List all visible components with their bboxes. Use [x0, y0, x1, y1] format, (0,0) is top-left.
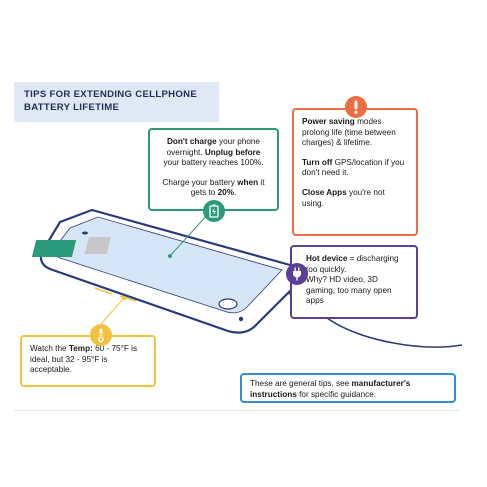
twenty-percent-text: 20% — [217, 188, 234, 198]
bottom-divider — [14, 410, 460, 411]
apps-tip: Close Apps you're not using. — [302, 188, 408, 209]
phone-body — [39, 208, 302, 334]
disclaimer-callout: These are general tips, see manufacturer… — [240, 373, 456, 403]
when-text: when — [237, 177, 259, 187]
gps-tip: Turn off GPS/location if you don't need … — [302, 158, 408, 179]
power-saving-tip: Power saving modes prolong life (time be… — [302, 117, 408, 149]
exclamation-icon — [345, 96, 367, 118]
hot-device-tip-b: = discharging too quickly. — [306, 254, 399, 274]
hot-device-reasons: Why? HD video, 3D gaming, too many open … — [306, 275, 392, 306]
charging-tip-2: Charge your battery when it gets to 20%. — [158, 178, 269, 199]
power-saving-text: Power saving — [302, 117, 355, 126]
battery-charging-icon — [203, 200, 225, 222]
temp-label: Temp: — [68, 344, 93, 353]
unplug-before-text: Unplug before — [204, 147, 261, 157]
hot-device-tip: Hot device = discharging too quickly.Why… — [306, 254, 408, 307]
gps-tip-b: GPS/location if you don't need it. — [302, 157, 405, 178]
title-line-1: TIPS FOR EXTENDING CELLPHONE — [24, 89, 198, 100]
hot-device-text: Hot device — [306, 254, 348, 263]
charging-tip-1: Don't charge your phone overnight. Unplu… — [158, 137, 269, 169]
charging-tip-callout: Don't charge your phone overnight. Unplu… — [148, 128, 279, 211]
charging-tip-1-d: your battery reaches 100%. — [163, 158, 264, 168]
charging-tip-2-e: . — [233, 188, 237, 198]
power-saving-callout: Power saving modes prolong life (time be… — [292, 108, 418, 236]
thermometer-icon — [90, 324, 112, 346]
title-line-2: BATTERY LIFETIME — [24, 102, 120, 113]
turn-off-text: Turn off — [302, 157, 333, 167]
charging-tip-2-a: Charge your battery — [162, 177, 238, 187]
on-screen-battery-icon — [31, 237, 111, 257]
apps-tip-b: you're not using. — [302, 187, 385, 208]
power-saving-tip-b: modes prolong life (time between charges… — [302, 117, 396, 148]
temp-tip-a: Watch the — [30, 344, 69, 353]
title-box: TIPS FOR EXTENDING CELLPHONE BATTERY LIF… — [14, 82, 219, 122]
disclaimer-a: These are general tips, see — [250, 379, 352, 388]
temperature-callout: Watch the Temp: 60 - 75°F is ideal, but … — [20, 335, 156, 387]
charging-tip-1-b: your phone overnight. — [166, 137, 260, 157]
hot-device-callout: Hot device = discharging too quickly.Why… — [290, 245, 418, 319]
temp-tip-c: 60 - 75°F is ideal, but 32 - 95°F is acc… — [30, 344, 138, 375]
disclaimer-c: for specific guidance. — [296, 389, 377, 399]
charging-tip-2-c: it gets to — [190, 177, 265, 198]
plug-icon — [286, 263, 308, 285]
close-apps-text: Close Apps — [302, 187, 347, 197]
manufacturer-instructions-text: manufacturer's instructions — [250, 379, 411, 399]
dont-charge-text: Don't charge — [167, 137, 217, 146]
